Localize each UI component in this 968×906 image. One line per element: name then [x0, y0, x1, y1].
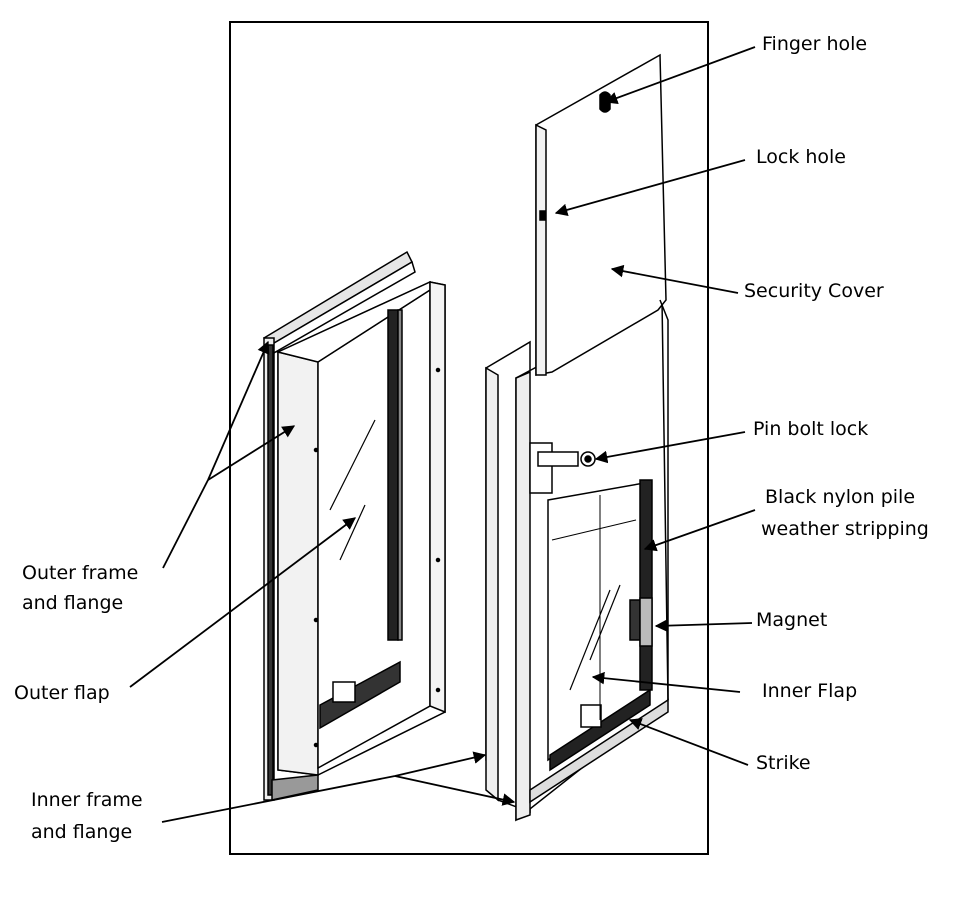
- outer-frame-unit: [262, 250, 446, 801]
- label-pin-bolt-lock: Pin bolt lock: [753, 418, 869, 440]
- label-inner-frame-line2: and flange: [31, 821, 133, 843]
- label-outer-frame-line1: Outer frame: [22, 562, 139, 584]
- arrow-magnet: [654, 619, 753, 632]
- leader-arrows: [129, 46, 756, 823]
- label-magnet: Magnet: [756, 609, 828, 631]
- arrow-outer-flap: [129, 517, 357, 688]
- label-inner-flap: Inner Flap: [762, 680, 858, 702]
- label-finger-hole: Finger hole: [762, 33, 868, 55]
- arrow-weather-stripping: [643, 509, 756, 552]
- label-outer-frame-line2: and flange: [22, 592, 124, 614]
- arrow-inner-frame-1: [394, 751, 487, 777]
- inner-frame-unit: [485, 298, 669, 822]
- arrow-inner-flap: [591, 671, 741, 693]
- label-inner-frame-line1: Inner frame: [31, 789, 143, 811]
- arrow-outer-frame-stem: [162, 479, 209, 569]
- arrow-outer-frame-2: [207, 425, 296, 481]
- arrow-pin-bolt-lock: [594, 431, 746, 464]
- arrow-security-cover: [610, 264, 739, 294]
- label-security-cover: Security Cover: [744, 280, 884, 302]
- arrow-strike: [628, 718, 749, 766]
- arrow-lock-hole: [554, 159, 746, 217]
- arrow-inner-frame-2: [394, 775, 516, 806]
- label-lock-hole: Lock hole: [756, 146, 846, 168]
- arrow-inner-frame-stem: [161, 775, 396, 823]
- label-strike: Strike: [756, 752, 811, 774]
- label-weather-stripping-line1: Black nylon pile: [765, 486, 916, 508]
- label-outer-flap: Outer flap: [14, 682, 110, 704]
- arrow-finger-hole: [604, 46, 756, 104]
- label-weather-stripping-line2: weather stripping: [761, 518, 929, 540]
- arrow-outer-frame-1: [207, 340, 270, 481]
